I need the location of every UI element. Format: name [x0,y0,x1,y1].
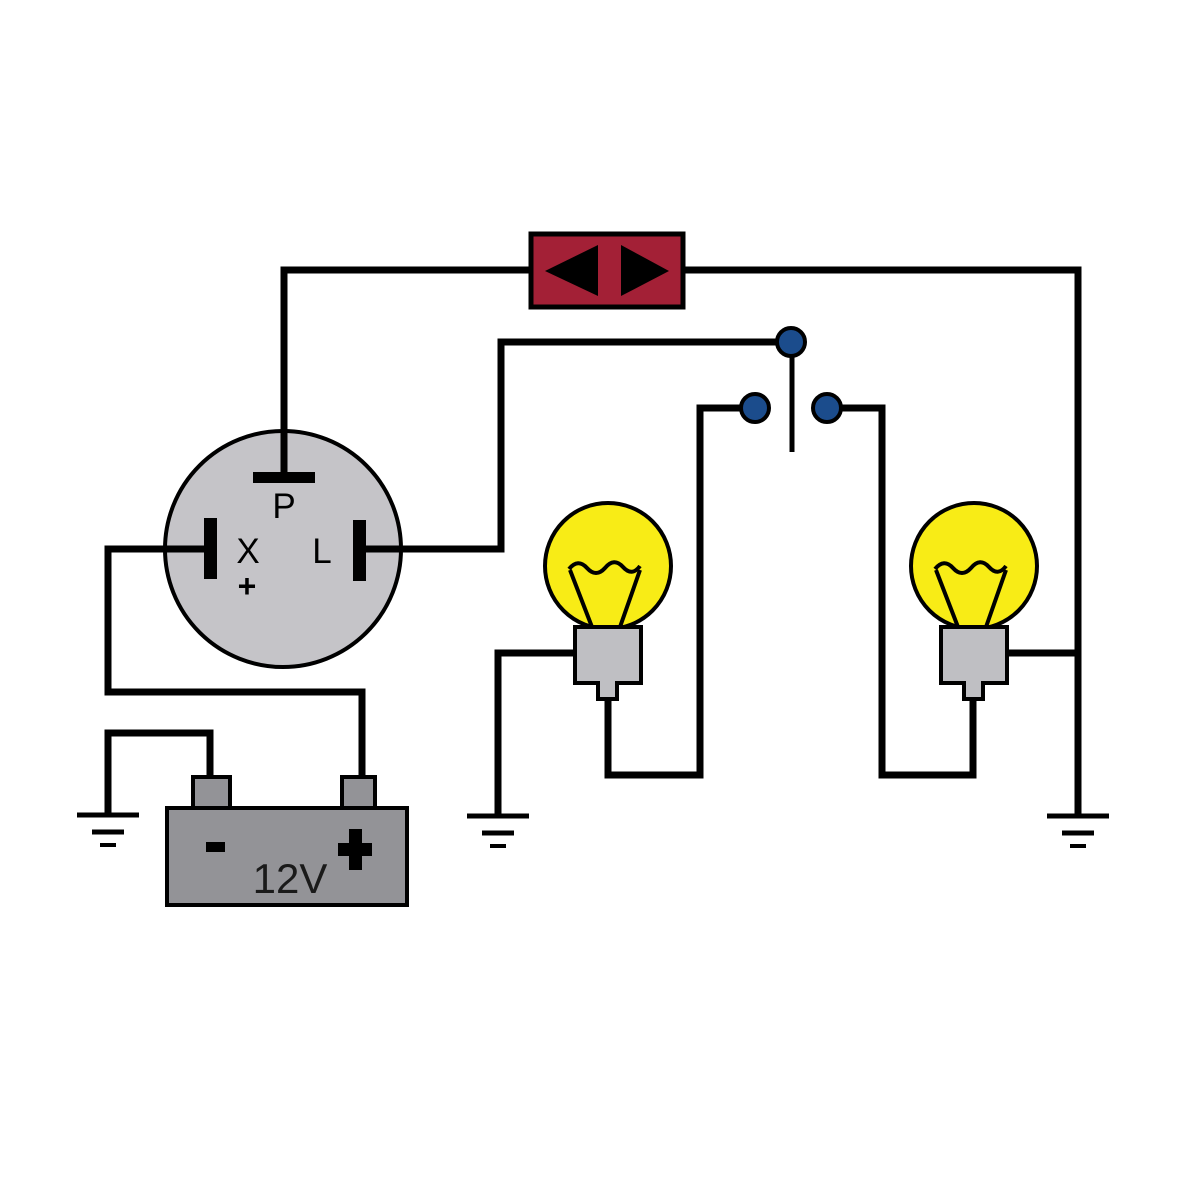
battery-12v: 12V [165,775,409,907]
right-arrow-icon [621,245,669,296]
wires [104,266,1082,814]
plus-symbol-icon [338,829,372,870]
relay-terminal-label-x: X [236,532,259,571]
wire-relay-p-to-indicator [280,266,534,473]
right-bulb-filament-top [933,560,1008,575]
left-bulb-filament-top [567,560,642,575]
wire-relay-l-to-switch [366,338,779,553]
wire-indicator-to-right-ground [680,266,1082,814]
signal-bulb-right [909,501,1039,701]
relay-terminal-bar-l [353,520,366,581]
wire-relay-x-to-battery-positive [104,545,366,784]
switch-right-contact [811,392,843,424]
battery-negative-terminal [191,775,232,813]
ground-icon [467,813,529,848]
right-bulb-filament-leg [934,569,960,628]
flasher-relay-terminals: P X L + [204,472,366,604]
switch-common-contact [775,326,807,358]
spdt-switch [739,326,843,424]
minus-symbol-icon [206,842,225,852]
battery-voltage-label: 12V [253,855,328,902]
right-bulb-socket [939,625,1009,701]
relay-terminal-label-p: P [272,487,295,526]
battery-body [165,806,409,907]
relay-plus-mark: + [238,568,257,604]
signal-bulb-left [543,501,673,701]
plus-symbol-vertical-bar [349,829,362,870]
wire-switch-left-to-left-bulb [604,404,752,779]
battery-positive-terminal [340,775,377,813]
wire-left-bulb-to-ground [494,649,576,814]
left-bulb-filament-leg [618,569,642,628]
left-arrow-icon [545,245,598,296]
relay-terminal-label-l: L [312,532,331,571]
relay-terminal-bar-p [253,472,315,483]
ground-icon [1047,813,1109,848]
left-bulb-filament-leg [568,569,594,628]
turn-signal-indicator [528,231,686,310]
wire-switch-right-to-right-bulb [830,404,977,779]
switch-left-contact [739,392,771,424]
ground-icon [77,812,139,847]
left-bulb-socket [573,625,643,701]
wire-battery-negative-to-ground [104,729,214,814]
right-bulb-filament-leg [984,569,1008,628]
relay-terminal-bar-x [204,518,217,579]
